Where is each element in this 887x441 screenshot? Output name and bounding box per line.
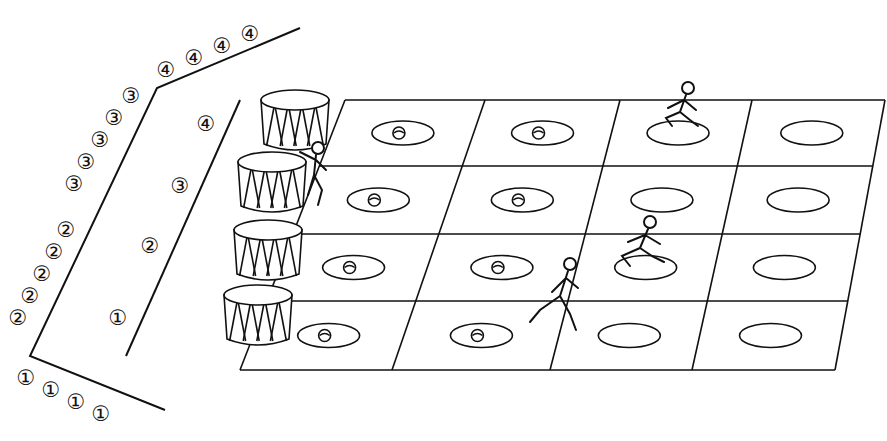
team-number: ③ xyxy=(105,108,124,129)
grid-line xyxy=(267,300,848,302)
grid-field xyxy=(240,100,885,370)
basket-group xyxy=(224,90,329,345)
ball xyxy=(319,330,331,342)
basket-weave xyxy=(288,234,296,276)
grid-line xyxy=(835,100,885,370)
team-number: ① xyxy=(42,380,61,401)
hoop-circle xyxy=(753,256,815,280)
hoop-circle xyxy=(450,324,512,348)
team-number: ④ xyxy=(213,36,232,57)
ball xyxy=(368,194,380,206)
ball xyxy=(512,194,524,206)
team-number: ② xyxy=(57,220,76,241)
basket-rim xyxy=(224,285,292,305)
grid-line xyxy=(345,99,885,101)
team-number: ③ xyxy=(77,152,96,173)
basket-weave xyxy=(278,299,286,341)
ball-seam xyxy=(493,266,503,268)
ball xyxy=(393,127,405,139)
team-number: ④ xyxy=(241,24,260,45)
hoop-circle xyxy=(781,121,843,145)
basket-rim xyxy=(261,90,329,110)
team-number: ② xyxy=(9,308,28,329)
team-number: ③ xyxy=(91,130,110,151)
hoop-circle xyxy=(631,188,693,212)
hoop-circle xyxy=(512,121,574,145)
ball-seam xyxy=(513,198,523,200)
hoop-circle xyxy=(767,188,829,212)
team-number: ② xyxy=(141,236,160,257)
team-number: ① xyxy=(67,392,86,413)
basket-weave xyxy=(240,234,248,276)
basket-rim xyxy=(234,220,302,240)
ball-seam xyxy=(345,266,355,268)
grid-line xyxy=(550,100,620,370)
team-number: ① xyxy=(17,368,36,389)
start-line xyxy=(126,100,240,356)
team-number: ② xyxy=(45,242,64,263)
ball xyxy=(471,330,483,342)
hoop-circle xyxy=(347,188,409,212)
team-number: ① xyxy=(109,308,128,329)
basket-rim xyxy=(238,152,306,172)
queue-line xyxy=(30,28,300,410)
team-number: ② xyxy=(33,264,52,285)
basket-weave xyxy=(267,104,275,146)
hoop-circle xyxy=(298,324,360,348)
ball-seam xyxy=(369,198,379,200)
team-number: ① xyxy=(92,404,111,425)
hoop-circle xyxy=(598,324,660,348)
ball xyxy=(533,127,545,139)
basket-weave xyxy=(244,166,252,208)
team-number: ④ xyxy=(197,114,216,135)
hoop-circle xyxy=(471,256,533,280)
ball-seam xyxy=(472,334,482,336)
team-number: ④ xyxy=(157,60,176,81)
grid-line xyxy=(392,100,485,370)
hoop-circle xyxy=(372,121,434,145)
basket-weave xyxy=(284,166,292,208)
grid-line xyxy=(240,369,835,371)
hoop-circle xyxy=(491,188,553,212)
basket-weave xyxy=(230,299,238,341)
team-number: ④ xyxy=(185,48,204,69)
team-number: ③ xyxy=(122,86,141,107)
hoop-circle xyxy=(323,256,385,280)
ball-seam xyxy=(534,131,544,133)
team-number: ③ xyxy=(65,174,84,195)
basket-weave xyxy=(315,104,323,146)
team-number: ③ xyxy=(171,176,190,197)
grid-line xyxy=(293,233,860,235)
basket-weave xyxy=(292,166,300,208)
ball-seam xyxy=(394,131,404,133)
basket-weave xyxy=(270,299,278,341)
hoop-circle xyxy=(740,324,802,348)
basket-weave xyxy=(307,104,315,146)
team-number: ② xyxy=(21,286,40,307)
ball xyxy=(344,262,356,274)
ball-seam xyxy=(320,334,330,336)
grid-line xyxy=(319,165,872,167)
children-figures xyxy=(300,82,698,330)
basket-weave xyxy=(280,234,288,276)
ball xyxy=(492,262,504,274)
hoop-circle xyxy=(647,121,709,145)
